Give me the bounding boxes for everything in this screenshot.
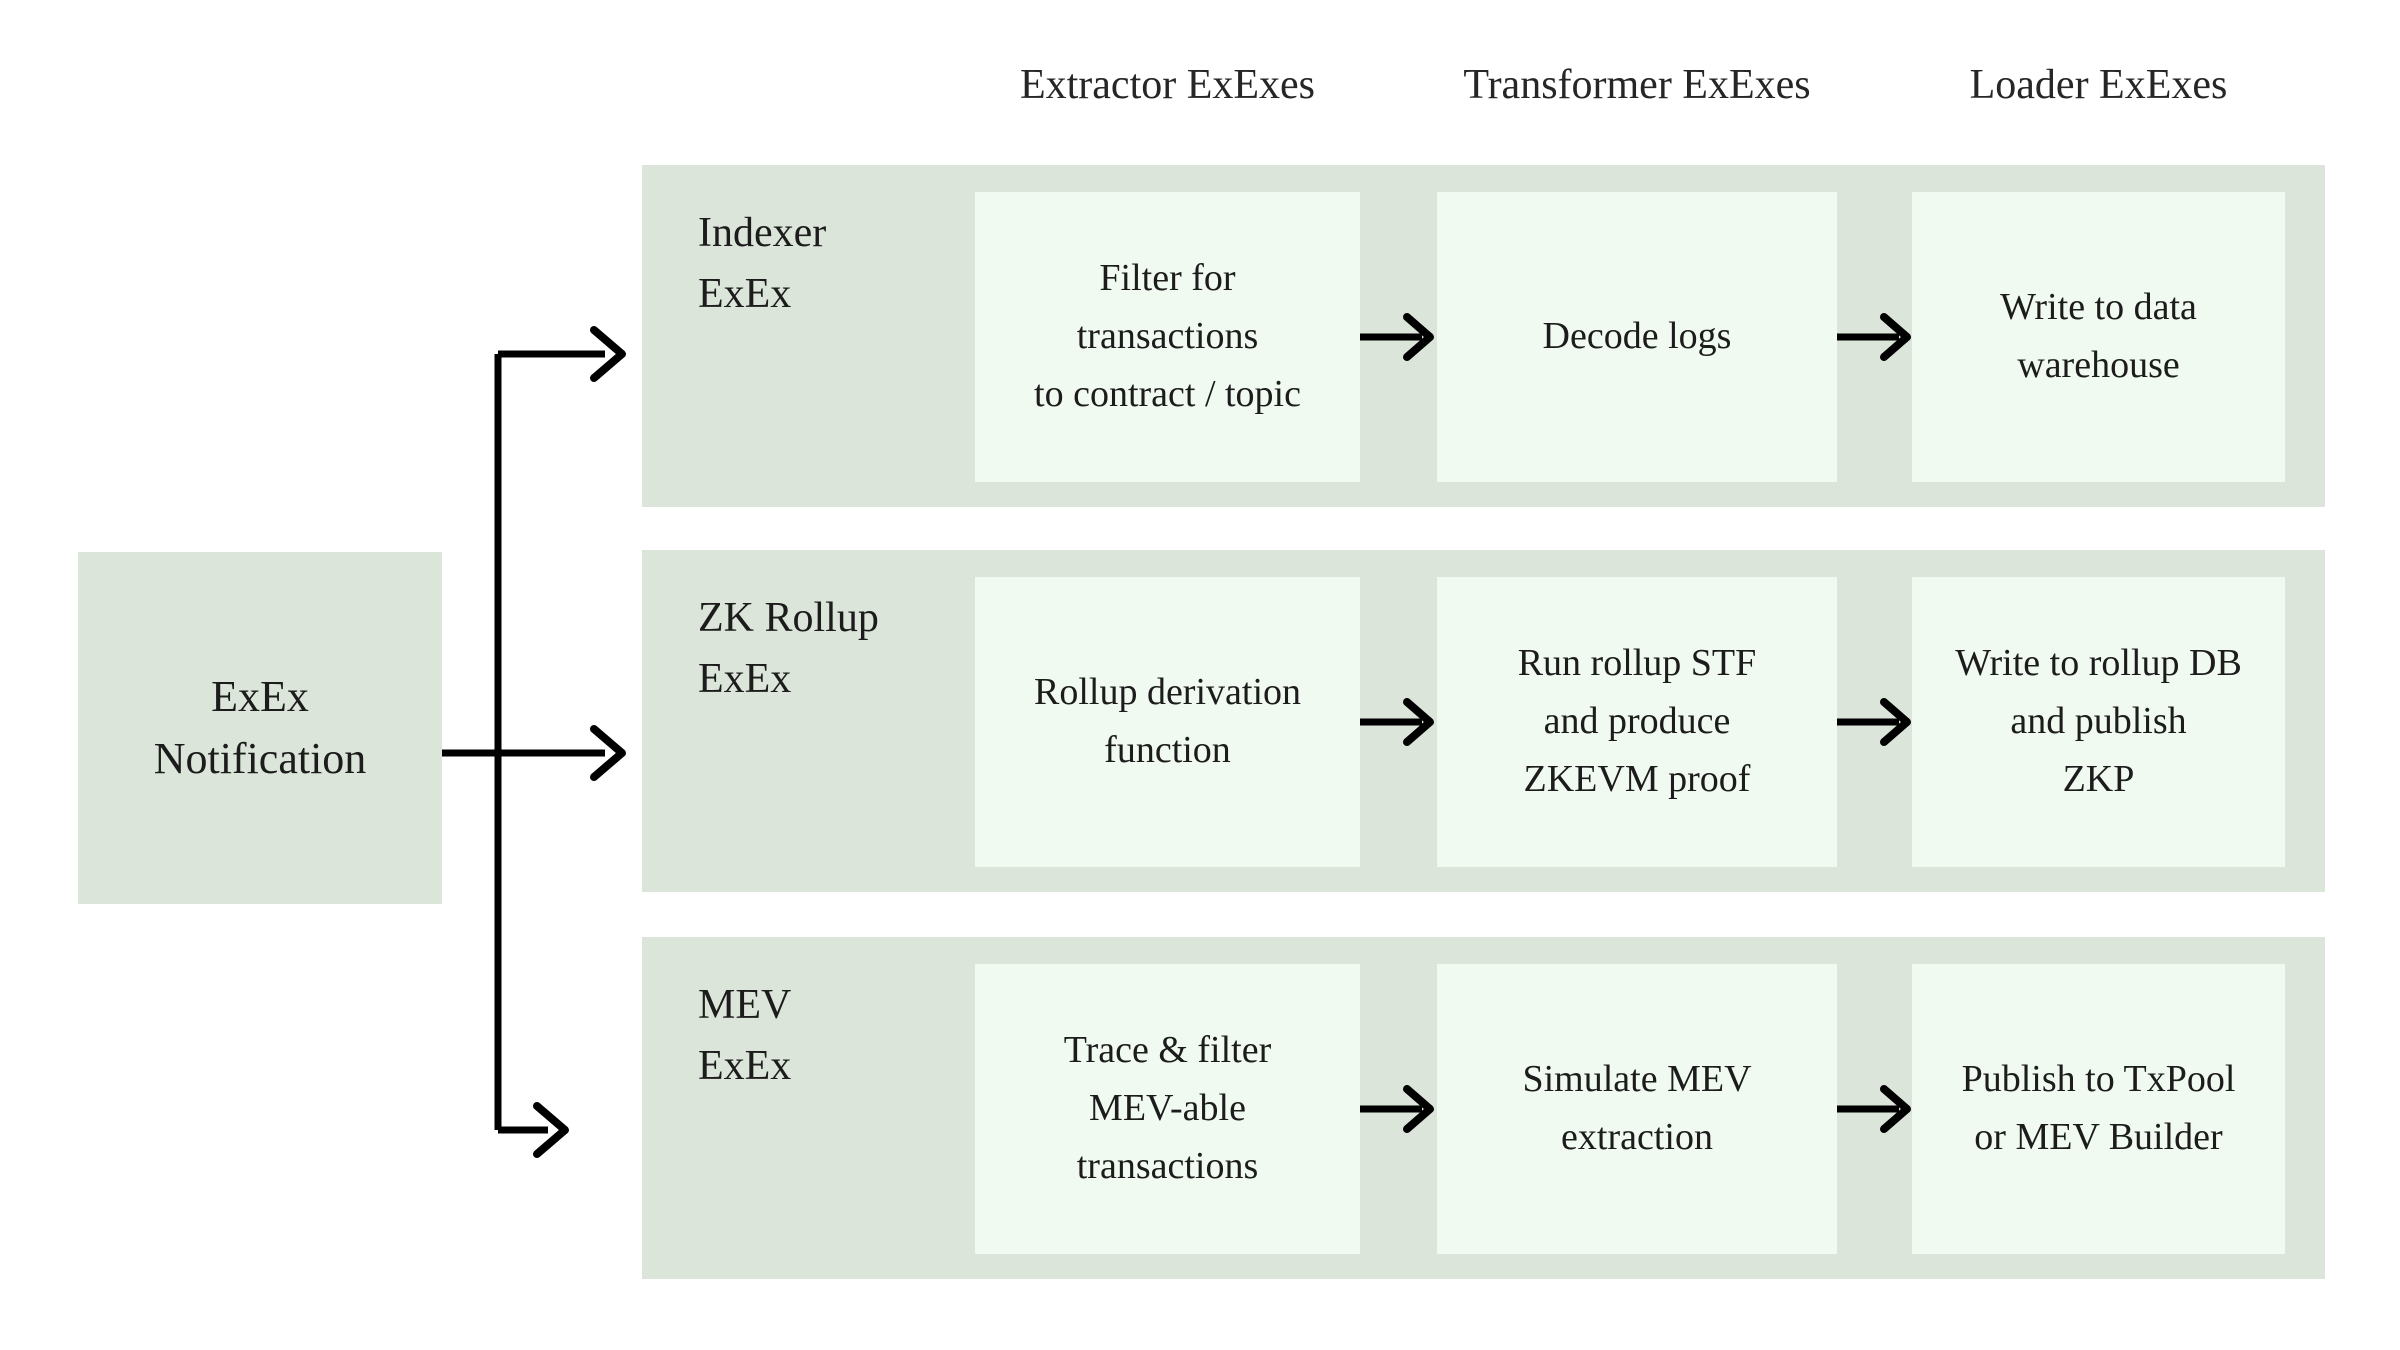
stage-arrow-indexer-1 bbox=[1360, 310, 1437, 364]
row-label-mev: MEV ExEx bbox=[698, 975, 988, 1097]
stage-arrow-indexer-2 bbox=[1837, 310, 1914, 364]
stage-text-line: Write to data bbox=[2000, 286, 2197, 329]
arrowhead-indexer bbox=[590, 326, 626, 382]
stage-text-line: warehouse bbox=[2017, 344, 2180, 386]
pipeline-row-mev: MEV ExEx Trace & filter MEV-able transac… bbox=[642, 937, 2325, 1279]
stage-arrow-zkrollup-1 bbox=[1360, 695, 1437, 749]
stage-text-line: ZKEVM proof bbox=[1523, 757, 1751, 800]
stage-card-indexer-transformer: Decode logs bbox=[1437, 192, 1837, 482]
pipeline-row-zkrollup: ZK Rollup ExEx Rollup derivation functio… bbox=[642, 550, 2325, 892]
row-label-indexer: Indexer ExEx bbox=[698, 203, 988, 325]
row-label-indexer-line-1: Indexer bbox=[698, 210, 827, 256]
stage-text-line: and publish bbox=[2010, 700, 2187, 743]
row-label-zkrollup: ZK Rollup ExEx bbox=[698, 588, 988, 710]
stage-text-line: Simulate MEV bbox=[1522, 1058, 1752, 1101]
stage-text-line: MEV-able bbox=[1089, 1087, 1246, 1130]
stage-card-mev-transformer: Simulate MEV extraction bbox=[1437, 964, 1837, 1254]
row-label-indexer-line-2: ExEx bbox=[698, 270, 792, 317]
stage-card-mev-loader: Publish to TxPool or MEV Builder bbox=[1912, 964, 2285, 1254]
row-label-mev-line-1: MEV bbox=[698, 982, 792, 1028]
stage-text-line: to contract / topic bbox=[1034, 372, 1301, 415]
stage-text-line: Decode logs bbox=[1542, 315, 1732, 358]
stage-text-line: ZKP bbox=[2062, 757, 2135, 800]
source-node-label-line-1: ExEx bbox=[211, 671, 309, 721]
row-label-zkrollup-line-1: ZK Rollup bbox=[698, 595, 879, 641]
stage-arrow-zkrollup-2 bbox=[1837, 695, 1914, 749]
stage-text-line: and produce bbox=[1543, 700, 1731, 743]
stage-card-indexer-extractor: Filter for transactions to contract / to… bbox=[975, 192, 1360, 482]
stage-text-line: extraction bbox=[1561, 1116, 1713, 1158]
stage-text-line: Rollup derivation bbox=[1033, 671, 1302, 714]
stage-text-line: Filter for bbox=[1099, 257, 1236, 300]
source-node-exex-notification: ExEx Notification bbox=[78, 552, 442, 904]
column-header-loader: Loader ExExes bbox=[1969, 62, 2228, 108]
arrowhead-zkrollup bbox=[590, 725, 626, 781]
stage-arrow-mev-2 bbox=[1837, 1082, 1914, 1136]
row-label-mev-line-2: ExEx bbox=[698, 1042, 792, 1089]
stage-text-line: transactions bbox=[1076, 315, 1259, 358]
stage-text-line: Publish to TxPool bbox=[1961, 1058, 2236, 1101]
stage-text-line: or MEV Builder bbox=[1974, 1116, 2223, 1158]
column-header-transformer: Transformer ExExes bbox=[1463, 62, 1811, 108]
arrowhead-mev bbox=[533, 1102, 569, 1158]
pipeline-row-indexer: Indexer ExEx Filter for transactions to … bbox=[642, 165, 2325, 507]
stage-text-line: Run rollup STF bbox=[1517, 642, 1757, 685]
stage-card-zkrollup-loader: Write to rollup DB and publish ZKP bbox=[1912, 577, 2285, 867]
stage-text-line: Write to rollup DB bbox=[1955, 642, 2242, 685]
stage-card-zkrollup-transformer: Run rollup STF and produce ZKEVM proof bbox=[1437, 577, 1837, 867]
stage-text-line: transactions bbox=[1076, 1144, 1259, 1187]
stage-text-line: Trace & filter bbox=[1063, 1029, 1272, 1072]
stage-card-zkrollup-extractor: Rollup derivation function bbox=[975, 577, 1360, 867]
column-header-extractor: Extractor ExExes bbox=[1019, 62, 1316, 108]
stage-arrow-mev-1 bbox=[1360, 1082, 1437, 1136]
stage-text-line: function bbox=[1104, 729, 1231, 771]
row-label-zkrollup-line-2: ExEx bbox=[698, 655, 792, 702]
stage-card-mev-extractor: Trace & filter MEV-able transactions bbox=[975, 964, 1360, 1254]
stage-card-indexer-loader: Write to data warehouse bbox=[1912, 192, 2285, 482]
source-node-label-line-2: Notification bbox=[153, 734, 367, 783]
